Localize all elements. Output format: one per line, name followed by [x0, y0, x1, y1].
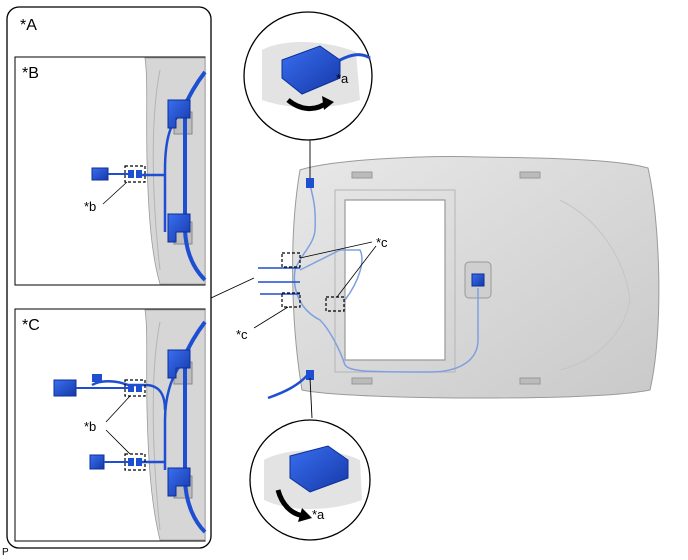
callout-b-panel-c: *b — [84, 419, 97, 434]
callout-a-top: *a — [336, 71, 349, 86]
panel-b-label: *B — [22, 65, 39, 82]
callout-b-panel-b: *b — [84, 199, 97, 214]
detail-panel-c — [14, 308, 207, 542]
zoom-circle-bottom — [249, 377, 371, 541]
panel-a-label: *A — [20, 17, 37, 34]
callout-c-left: *c — [236, 327, 248, 342]
callout-leader-a — [210, 277, 255, 299]
callout-c-right: *c — [376, 235, 388, 250]
zoom-circle-top — [243, 11, 373, 178]
detail-panel-b — [14, 56, 207, 286]
corner-mark: P — [2, 547, 9, 558]
callout-a-bottom: *a — [312, 507, 325, 522]
panel-c-label: *C — [22, 317, 40, 334]
headliner — [253, 156, 660, 400]
